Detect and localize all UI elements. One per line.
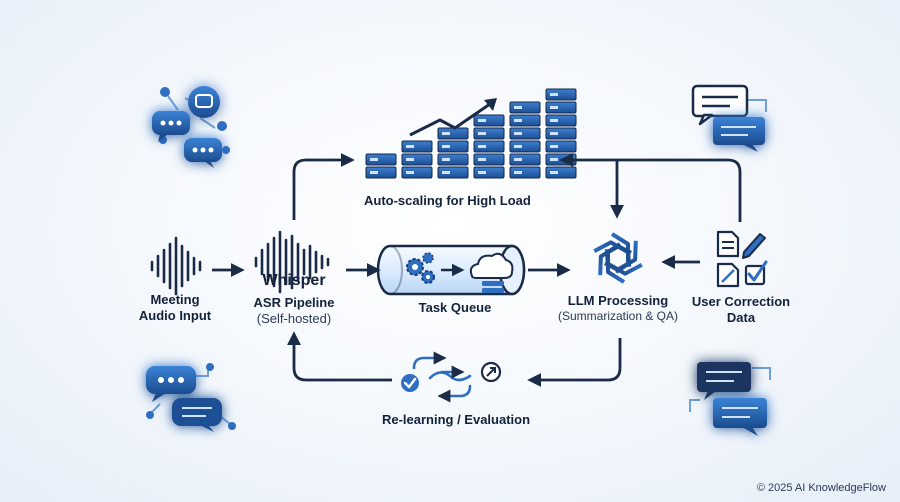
server-unit <box>509 101 541 114</box>
server-led <box>550 132 558 135</box>
server-led <box>442 171 450 174</box>
server-led <box>550 158 558 161</box>
server-unit <box>545 88 577 101</box>
server-led <box>514 119 522 122</box>
task-queue-label: Task Queue <box>418 300 492 315</box>
chat-bubbles-icon <box>152 86 230 168</box>
server-led <box>514 106 522 109</box>
flow-arrows <box>212 153 742 387</box>
server-unit <box>509 127 541 140</box>
trend-arrow-icon <box>409 98 497 137</box>
cycle-arrows-icon <box>412 351 472 403</box>
server-unit <box>473 140 505 153</box>
server-led <box>514 171 522 174</box>
document-edit-icon <box>716 230 766 288</box>
server-led <box>550 171 558 174</box>
server-unit <box>437 153 469 166</box>
server-led <box>550 93 558 96</box>
server-unit <box>545 127 577 140</box>
server-led <box>478 171 486 174</box>
server-led <box>442 132 450 135</box>
server-led <box>514 158 522 161</box>
server-unit <box>509 114 541 127</box>
check-circle-icon <box>401 374 419 392</box>
server-unit <box>545 114 577 127</box>
server-led <box>406 171 414 174</box>
server-unit <box>401 153 433 166</box>
server-unit <box>509 166 541 179</box>
server-unit <box>437 140 469 153</box>
server-unit <box>545 166 577 179</box>
chat-bubbles-icon <box>689 362 771 436</box>
sound-wave-icon <box>254 230 330 294</box>
server-led <box>442 158 450 161</box>
server-unit <box>365 166 397 179</box>
whisper-note: (Self-hosted) <box>256 311 332 326</box>
server-unit <box>545 101 577 114</box>
server-led <box>550 106 558 109</box>
audio-input-line2: Audio Input <box>138 308 212 323</box>
server-led <box>550 119 558 122</box>
server-unit <box>473 114 505 127</box>
server-led <box>442 145 450 148</box>
chat-bubbles-icon <box>691 84 767 152</box>
sound-wave-icon <box>150 236 202 296</box>
whisper-title: Whisper <box>262 272 326 289</box>
server-led <box>478 132 486 135</box>
audio-input-line1: Meeting <box>150 292 200 307</box>
audio-input-label: Meeting Audio Input <box>132 292 218 324</box>
arrow-llm-to-relearning <box>527 338 622 387</box>
llm-subtitle: (Summarization & QA) <box>557 309 679 323</box>
server-racks-icon <box>365 88 577 179</box>
arrow-relearning-to-whisper <box>287 331 392 382</box>
user-correction-line1: User Correction <box>691 294 791 309</box>
server-led <box>514 132 522 135</box>
server-unit <box>473 153 505 166</box>
cloud-icon <box>469 252 514 293</box>
server-led <box>478 145 486 148</box>
user-correction-label: User Correction Data <box>688 294 794 326</box>
server-unit <box>545 140 577 153</box>
gears-icon <box>406 252 435 284</box>
server-led <box>478 158 486 161</box>
llm-title: LLM Processing <box>567 293 669 308</box>
server-unit <box>473 166 505 179</box>
server-unit <box>437 166 469 179</box>
arrow-whisper-to-autoscaling <box>292 153 355 220</box>
autoscaling-label: Auto-scaling for High Load <box>364 193 531 208</box>
checkbox-icon <box>744 260 768 286</box>
server-led <box>406 145 414 148</box>
server-unit <box>473 127 505 140</box>
server-unit <box>401 140 433 153</box>
server-unit <box>365 153 397 166</box>
server-led <box>370 158 378 161</box>
server-unit <box>509 153 541 166</box>
copyright-text: © 2025 AI KnowledgeFlow <box>756 482 886 494</box>
whisper-subtitle: ASR Pipeline <box>253 295 335 310</box>
llm-knot-icon <box>593 232 643 284</box>
relearning-label: Re-learning / Evaluation <box>381 412 531 427</box>
user-correction-line2: Data <box>726 310 756 325</box>
server-led <box>514 145 522 148</box>
chat-bubbles-icon <box>146 363 236 432</box>
arrow-correction-to-autoscaling <box>559 153 742 222</box>
server-led <box>406 158 414 161</box>
server-led <box>550 145 558 148</box>
server-led <box>478 119 486 122</box>
server-led <box>370 171 378 174</box>
server-unit <box>509 140 541 153</box>
server-unit <box>401 166 433 179</box>
